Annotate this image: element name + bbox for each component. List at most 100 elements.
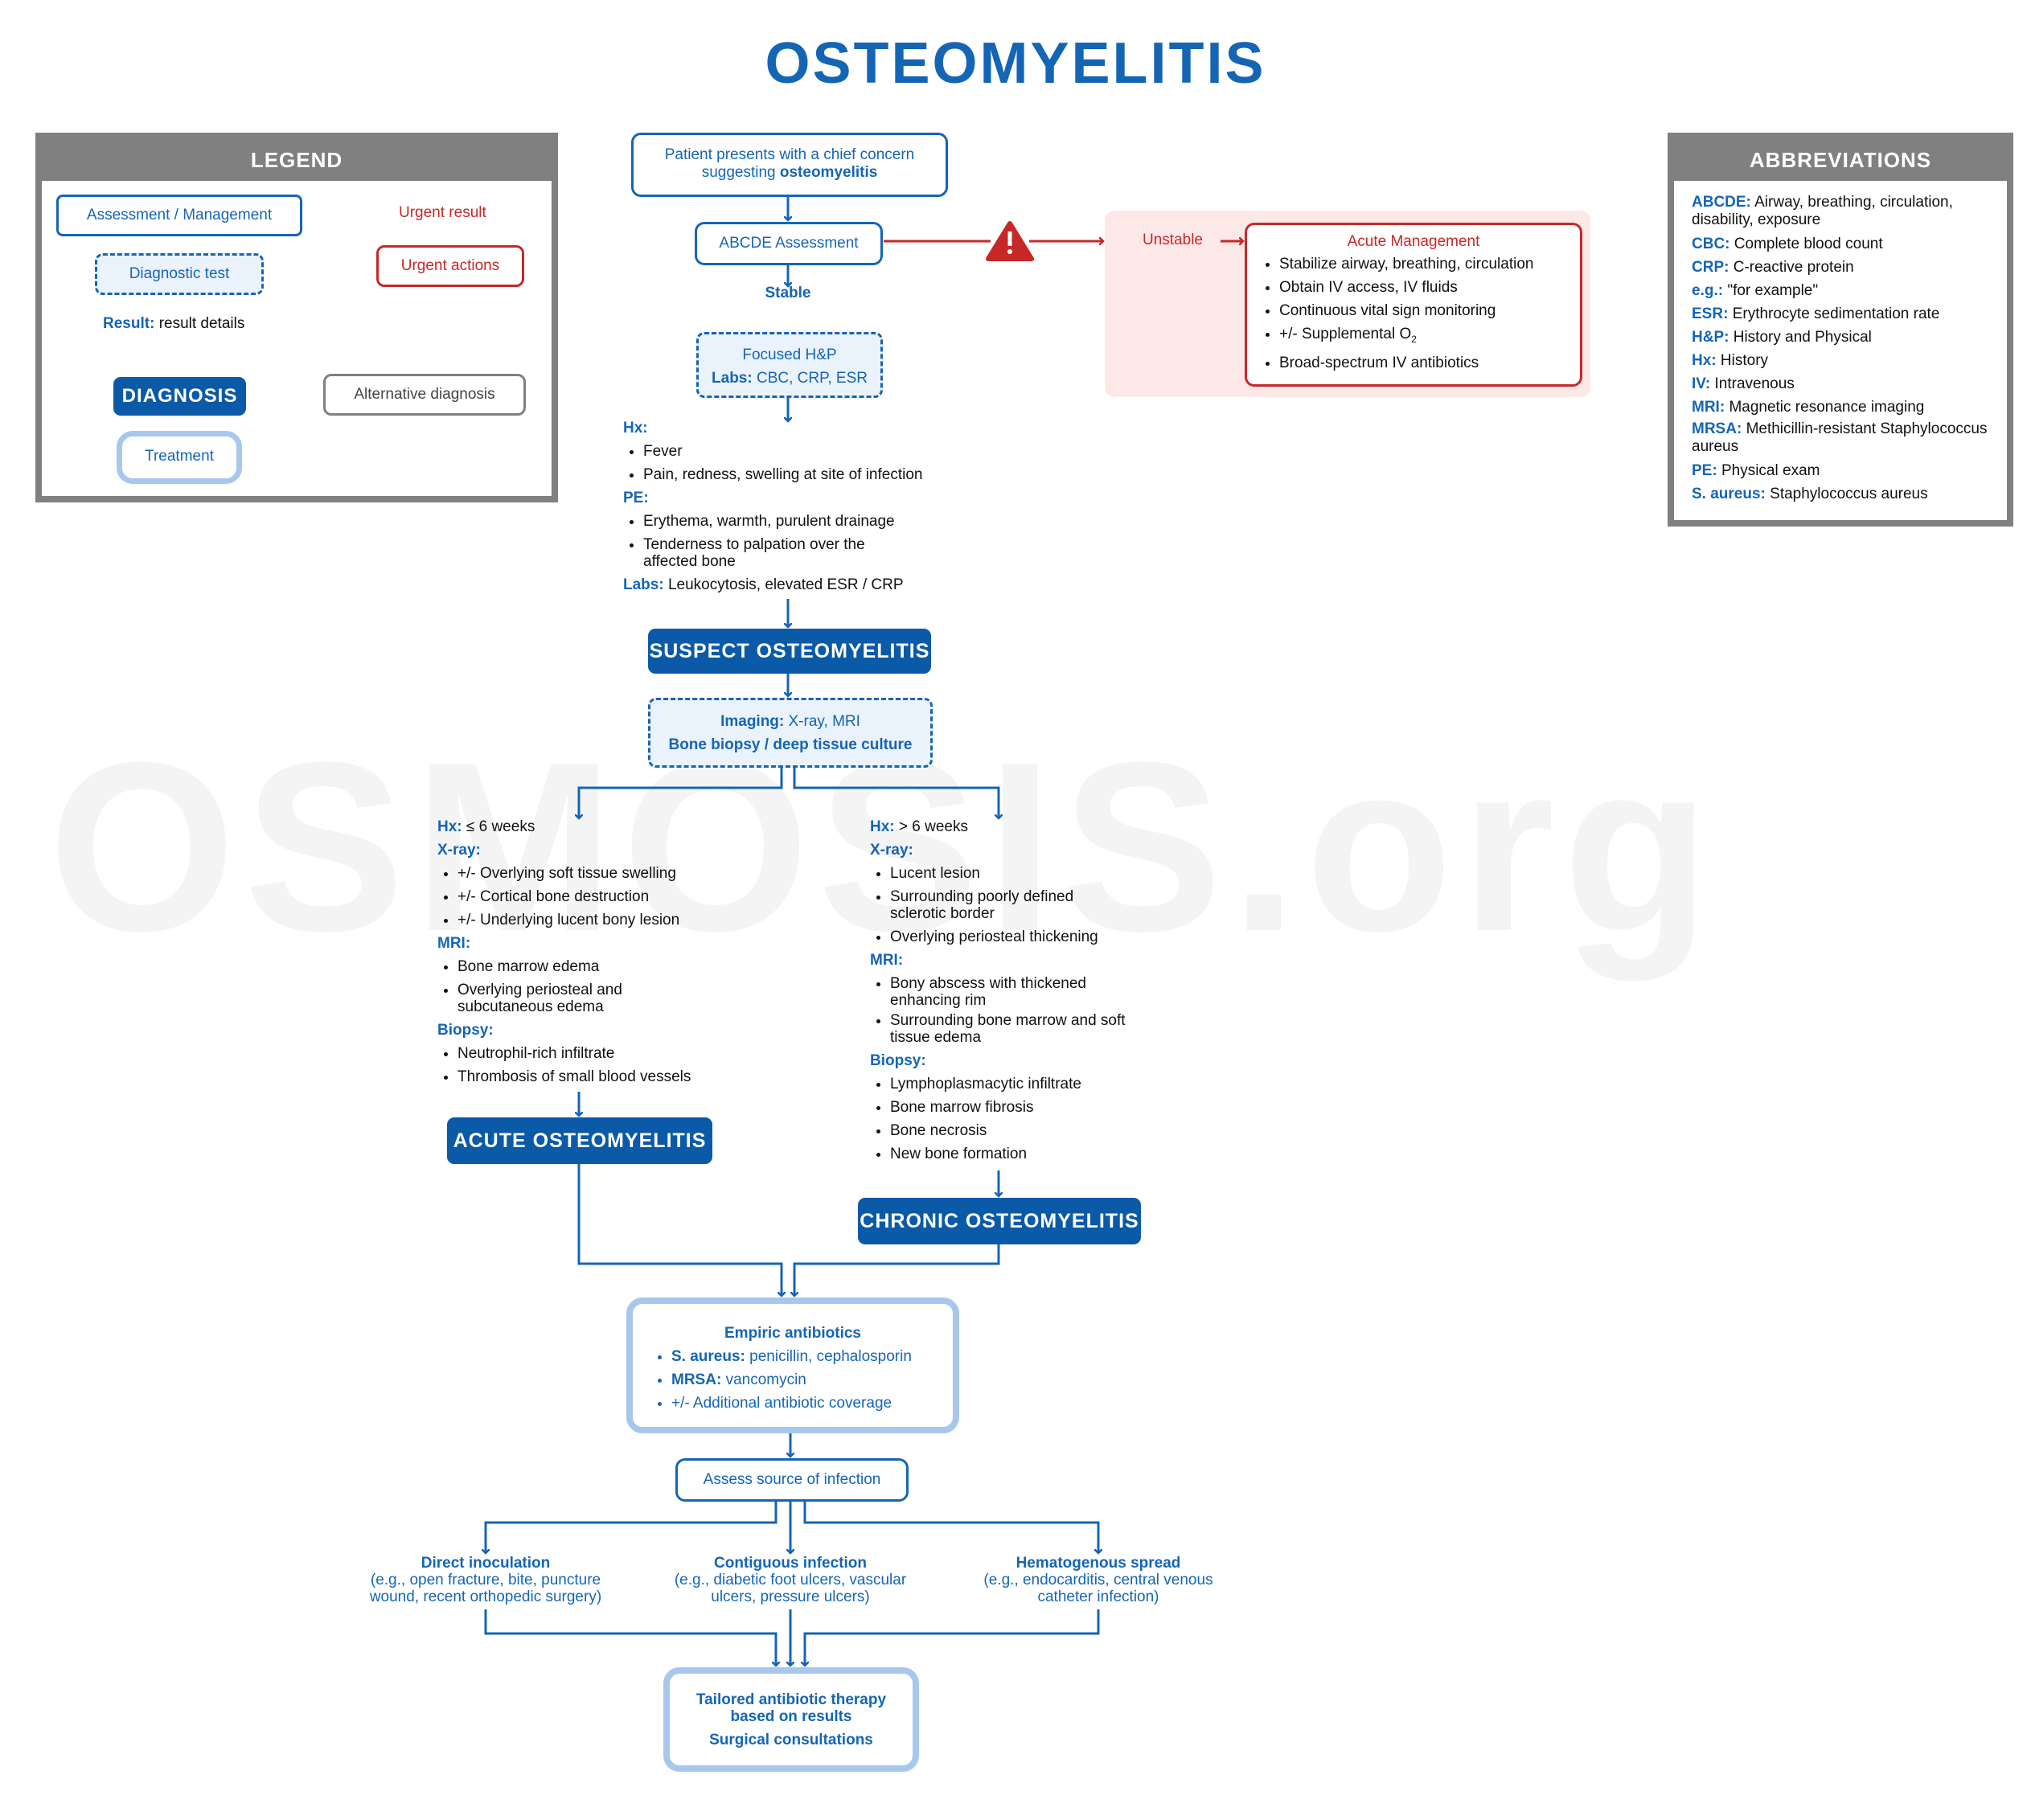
assess-source-box: Assess source of infection [675, 1458, 909, 1502]
legend-result-value: result details [158, 315, 245, 332]
list-item: New bone formation [890, 1142, 1192, 1166]
chronic-osteomyelitis-diagnosis: CHRONIC OSTEOMYELITIS [858, 1198, 1141, 1244]
abbr-item: Hx: History [1692, 352, 1769, 369]
imaging-line: Imaging: X-ray, MRI [720, 713, 860, 730]
acute-management-title: Acute Management [1347, 233, 1480, 250]
source-title: Hematogenous spread [1016, 1555, 1181, 1572]
list-item: Surrounding bone marrow and soft tissue … [890, 1012, 1131, 1046]
list-item: Thrombosis of small blood vessels [457, 1065, 759, 1088]
legend-result-label: Result: [103, 315, 155, 332]
legend-assessment-box: Assessment / Management [56, 195, 302, 236]
tailored-label: Tailored antibiotic therapy based on res… [695, 1691, 887, 1725]
source-contiguous: Contiguous infection (e.g., diabetic foo… [666, 1555, 915, 1605]
acute-hx: Hx: ≤ 6 weeks [437, 818, 535, 835]
chronic-mri-list: Bony abscess with thickened enhancing ri… [870, 975, 1192, 1046]
suspect-diagnosis: SUSPECT OSTEOMYELITIS [648, 629, 931, 674]
focused-hp-label: Focused H&P [742, 346, 837, 363]
list-item: Surrounding poorly defined sclerotic bor… [890, 888, 1123, 922]
legend-result: Result: result details [103, 312, 244, 335]
acute-management-list: Stabilize airway, breathing, circulation… [1247, 252, 1580, 375]
abbreviations-panel: ABBREVIATIONS ABCDE: Airway, breathing, … [1668, 133, 2013, 527]
tailored-therapy-box: Tailored antibiotic therapy based on res… [663, 1667, 919, 1772]
legend-diagnosis: DIAGNOSIS [113, 377, 246, 416]
source-title: Contiguous infection [714, 1555, 867, 1572]
hx-label: Hx: [623, 420, 648, 437]
legend-diagnostic-test-label: Diagnostic test [129, 265, 230, 282]
focused-hp-box: Focused H&P Labs: CBC, CRP, ESR [696, 332, 883, 398]
acute-branch-findings: Hx: ≤ 6 weeks X-ray: +/- Overlying soft … [437, 815, 759, 1088]
pe-label: PE: [623, 490, 649, 506]
list-item: Obtain IV access, IV fluids [1279, 276, 1580, 299]
abcde-box: ABCDE Assessment [695, 222, 883, 265]
legend-alternative-box: Alternative diagnosis [323, 374, 526, 416]
list-item: Fever [643, 440, 961, 463]
list-item: Erythema, warmth, purulent drainage [643, 510, 961, 533]
stable-label: Stable [765, 285, 811, 301]
legend-alternative-label: Alternative diagnosis [354, 386, 495, 403]
list-item: +/- Underlying lucent bony lesion [457, 908, 759, 932]
abbr-item: PE: Physical exam [1692, 462, 1820, 479]
abbr-item: S. aureus: Staphylococcus aureus [1692, 486, 1928, 502]
legend-assessment-label: Assessment / Management [86, 207, 273, 223]
list-item: Bone necrosis [890, 1119, 1192, 1142]
list-item: Bony abscess with thickened enhancing ri… [890, 975, 1131, 1009]
abcde-label: ABCDE Assessment [719, 235, 859, 252]
abbr-item: ESR: Erythrocyte sedimentation rate [1692, 305, 1940, 322]
assess-source-label: Assess source of infection [703, 1471, 881, 1488]
biopsy-label: Bone biopsy / deep tissue culture [668, 736, 913, 753]
list-item: Stabilize airway, breathing, circulation [1279, 252, 1580, 276]
acute-osteomyelitis-diagnosis: ACUTE OSTEOMYELITIS [447, 1117, 712, 1164]
empiric-title: Empiric antibiotics [724, 1325, 861, 1342]
acute-mri-list: Bone marrow edema Overlying periosteal a… [437, 955, 759, 1015]
abbr-item: MRI: Magnetic resonance imaging [1692, 399, 1925, 416]
acute-biopsy-list: Neutrophil-rich infiltrate Thrombosis of… [437, 1042, 759, 1088]
acute-management-box: Acute Management Stabilize airway, breat… [1245, 223, 1582, 387]
list-item: S. aureus: penicillin, cephalosporin [671, 1345, 953, 1368]
source-desc: (e.g., open fracture, bite, puncture wou… [369, 1572, 602, 1605]
presentation-text: Patient presents with a chief concern su… [664, 146, 915, 181]
chronic-hx: Hx: > 6 weeks [870, 818, 968, 835]
list-item: Overlying periosteal and subcutaneous ed… [457, 982, 667, 1015]
empiric-antibiotics-box: Empiric antibiotics S. aureus: penicilli… [626, 1297, 959, 1433]
chronic-mri-label: MRI: [870, 952, 904, 969]
source-title: Direct inoculation [421, 1555, 551, 1572]
hx-list: Fever Pain, redness, swelling at site of… [623, 440, 961, 486]
list-item: Broad-spectrum IV antibiotics [1279, 351, 1580, 375]
abbr-item: CBC: Complete blood count [1692, 236, 1883, 252]
list-item: Neutrophil-rich infiltrate [457, 1042, 759, 1065]
acute-xray-label: X-ray: [437, 842, 481, 859]
list-item: Bone marrow edema [457, 955, 759, 978]
labs-findings: Labs: Leukocytosis, elevated ESR / CRP [623, 576, 904, 593]
list-item: +/- Supplemental O2 [1279, 322, 1580, 351]
imaging-box: Imaging: X-ray, MRI Bone biopsy / deep t… [648, 698, 933, 768]
abbr-item: IV: Intravenous [1692, 375, 1795, 392]
source-hematogenous: Hematogenous spread (e.g., endocarditis,… [970, 1555, 1227, 1605]
legend-treatment-box: Treatment [117, 431, 242, 484]
initial-findings: Hx: Fever Pain, redness, swelling at sit… [623, 416, 961, 596]
list-item: Overlying periosteal thickening [890, 925, 1192, 949]
list-item: Bone marrow fibrosis [890, 1096, 1192, 1119]
acute-biopsy-label: Biopsy: [437, 1022, 494, 1039]
empiric-list: S. aureus: penicillin, cephalosporin MRS… [633, 1345, 953, 1415]
legend-urgent-actions-label: Urgent actions [400, 257, 500, 274]
abbr-item: e.g.: "for example" [1692, 282, 1819, 299]
list-item: +/- Additional antibiotic coverage [671, 1392, 953, 1415]
surgical-label: Surgical consultations [709, 1732, 873, 1748]
legend-diagnostic-test-box: Diagnostic test [95, 253, 264, 295]
chronic-xray-label: X-ray: [870, 842, 913, 859]
list-item: MRSA: vancomycin [671, 1368, 953, 1392]
abbr-item: MRSA: Methicillin-resistant Staphylococc… [1692, 420, 1988, 455]
acute-xray-list: +/- Overlying soft tissue swelling +/- C… [437, 862, 759, 932]
chronic-branch-findings: Hx: > 6 weeks X-ray: Lucent lesion Surro… [870, 815, 1192, 1166]
abbr-item: CRP: C-reactive protein [1692, 259, 1854, 276]
acute-mri-label: MRI: [437, 935, 471, 952]
list-item: +/- Overlying soft tissue swelling [457, 862, 759, 885]
presentation-box: Patient presents with a chief concern su… [631, 133, 948, 197]
pe-list: Erythema, warmth, purulent drainage Tend… [623, 510, 961, 570]
warning-icon [987, 220, 1033, 264]
abbr-item: H&P: History and Physical [1692, 329, 1872, 346]
source-desc: (e.g., endocarditis, central venous cath… [983, 1572, 1213, 1605]
abbr-item: ABCDE: Airway, breathing, circulation, d… [1692, 194, 1953, 228]
list-item: Lucent lesion [890, 862, 1192, 885]
presentation-emphasis: osteomyelitis [779, 164, 878, 181]
